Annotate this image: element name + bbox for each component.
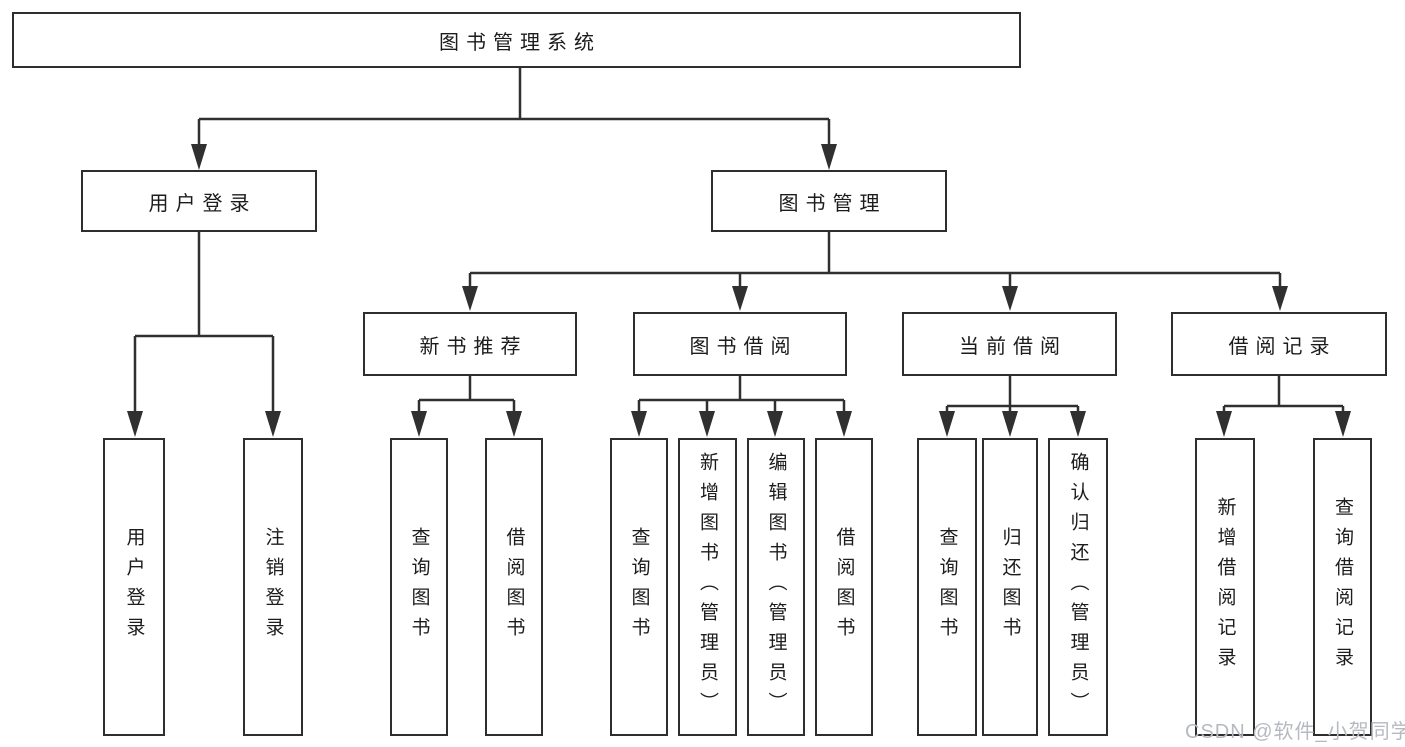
leaf-edit-books-admin-label: 编辑图书（管理员） [765,452,787,722]
node-new-book-recommend-label: 新书推荐 [419,335,528,358]
leaf-query-borrow-record: 查询借阅记录 [1313,438,1372,736]
leaf-query-books-recommend-label: 查询图书 [408,527,430,647]
leaf-query-books-current-label: 查询图书 [936,527,958,647]
node-current-borrowing-label: 当前借阅 [959,335,1067,358]
leaf-borrow-books-borrowing-label: 借阅图书 [833,527,855,647]
leaf-logout-login: 注销登录 [243,438,303,736]
leaf-user-login: 用户登录 [103,438,165,736]
leaf-add-borrow-record-label: 新增借阅记录 [1214,497,1236,677]
leaf-borrow-books-recommend: 借阅图书 [485,438,543,736]
leaf-add-borrow-record: 新增借阅记录 [1195,438,1255,736]
leaf-borrow-books-borrowing: 借阅图书 [815,438,873,736]
leaf-query-borrow-record-label: 查询借阅记录 [1332,497,1353,677]
leaf-return-books-label: 归还图书 [999,527,1021,647]
root-node-label: 图书管理系统 [439,31,601,54]
node-book-borrowing-label: 图书借阅 [689,335,798,358]
leaf-borrow-books-recommend-label: 借阅图书 [503,527,525,647]
node-borrowing-records: 借阅记录 [1171,312,1387,376]
leaf-query-books-borrowing: 查询图书 [610,438,668,736]
leaf-confirm-return-admin-label: 确认归还（管理员） [1067,452,1089,722]
node-borrowing-records-label: 借阅记录 [1228,335,1337,358]
node-book-borrowing: 图书借阅 [633,312,847,376]
leaf-query-books-borrowing-label: 查询图书 [628,527,650,647]
node-user-login-label: 用户登录 [148,192,257,215]
leaf-logout-login-label: 注销登录 [262,527,284,647]
leaf-return-books: 归还图书 [982,438,1038,736]
leaf-add-books-admin-label: 新增图书（管理员） [697,452,718,722]
root-node: 图书管理系统 [12,12,1021,68]
node-user-login: 用户登录 [81,170,317,232]
connector-arrowheads [127,144,1351,437]
leaf-query-books-current: 查询图书 [917,438,977,736]
leaf-add-books-admin: 新增图书（管理员） [678,438,737,736]
csdn-watermark: CSDN @软件_小贺同学 [1185,721,1405,743]
leaf-edit-books-admin: 编辑图书（管理员） [747,438,805,736]
leaf-query-books-recommend: 查询图书 [390,438,448,736]
connector-stems [133,68,1345,414]
leaf-user-login-label: 用户登录 [123,527,145,647]
node-book-management-label: 图书管理 [778,192,887,215]
leaf-confirm-return-admin: 确认归还（管理员） [1048,438,1108,736]
node-book-management: 图书管理 [711,170,947,232]
node-new-book-recommend: 新书推荐 [363,312,577,376]
node-current-borrowing: 当前借阅 [902,312,1117,376]
